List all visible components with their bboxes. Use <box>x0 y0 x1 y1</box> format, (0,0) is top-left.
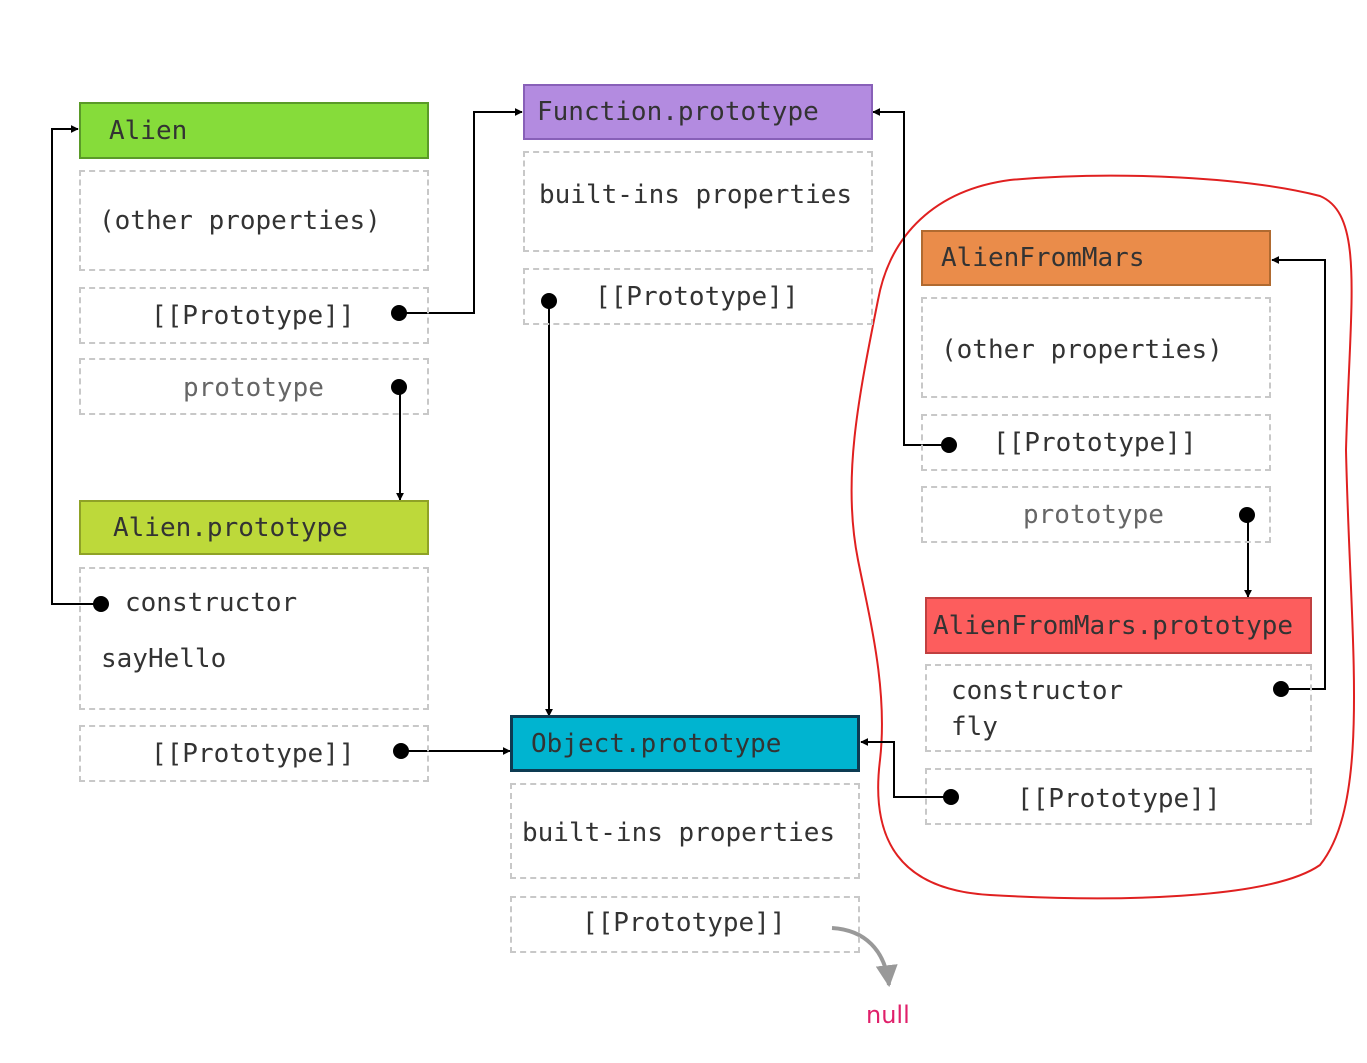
edge-dot <box>391 379 407 395</box>
alienfrommars-prototype-title: AlienFromMars.prototype <box>933 610 1294 641</box>
function-prototype-builtins: built-ins properties <box>523 151 873 252</box>
edge-object-prototype-to-null <box>831 926 898 988</box>
highlight-outline <box>850 174 1356 900</box>
object-prototype-proto-slot: [[Prototype]] <box>510 896 860 953</box>
alien-prototype-proto-slot: [[Prototype]] <box>79 725 429 782</box>
edge-dot <box>391 305 407 321</box>
alienfrommars-prototype-proto-slot: [[Prototype]] <box>925 768 1312 825</box>
alien-header: Alien <box>79 102 429 159</box>
function-prototype-proto-slot: [[Prototype]] <box>523 268 873 325</box>
alien-proto-slot: [[Prototype]] <box>79 287 429 344</box>
alienfrommars-prototype-slot: prototype <box>921 486 1271 543</box>
edge-dot <box>393 743 409 759</box>
function-prototype-header: Function.prototype <box>523 84 873 140</box>
edge-alien-constructor <box>51 125 100 605</box>
object-prototype-title: Object.prototype <box>531 728 782 759</box>
edge-alien-to-function-prototype <box>400 108 523 314</box>
alien-prototype-members: constructor sayHello <box>79 567 429 710</box>
alien-title: Alien <box>109 115 188 146</box>
alien-prototype-header: Alien.prototype <box>79 500 429 555</box>
edge-alienfrommars-prototype-to-object-prototype <box>860 738 951 798</box>
edge-alienfrommars-constructor <box>1271 256 1326 690</box>
object-prototype-builtins: built-ins properties <box>510 783 860 879</box>
edge-dot <box>1239 507 1255 523</box>
alien-other-properties: (other properties) <box>79 170 429 271</box>
alienfrommars-proto-slot: [[Prototype]] <box>921 414 1271 471</box>
edge-dot <box>941 437 957 453</box>
alienfrommars-prototype-members: constructor fly <box>925 664 1312 752</box>
function-prototype-title: Function.prototype <box>537 97 819 127</box>
alienfrommars-prototype-constructor: constructor <box>951 676 1124 706</box>
alienfrommars-title: AlienFromMars <box>941 243 1145 273</box>
edge-dot <box>1273 681 1289 697</box>
edge-alienfrommars-to-function-prototype <box>872 108 949 446</box>
alienfrommars-other-properties: (other properties) <box>921 297 1271 398</box>
alienfrommars-prototype-header: AlienFromMars.prototype <box>925 597 1312 654</box>
object-prototype-header: Object.prototype <box>510 715 860 772</box>
edge-dot <box>943 789 959 805</box>
edge-dot <box>541 293 557 309</box>
alienfrommars-prototype-method: fly <box>951 712 998 742</box>
null-label: null <box>866 1001 910 1029</box>
alien-prototype-slot: prototype <box>79 358 429 415</box>
alien-prototype-constructor: constructor <box>125 588 298 618</box>
edge-dot <box>93 596 109 612</box>
alien-prototype-method: sayHello <box>101 644 227 674</box>
alien-prototype-title: Alien.prototype <box>113 512 348 543</box>
alienfrommars-header: AlienFromMars <box>921 230 1271 286</box>
